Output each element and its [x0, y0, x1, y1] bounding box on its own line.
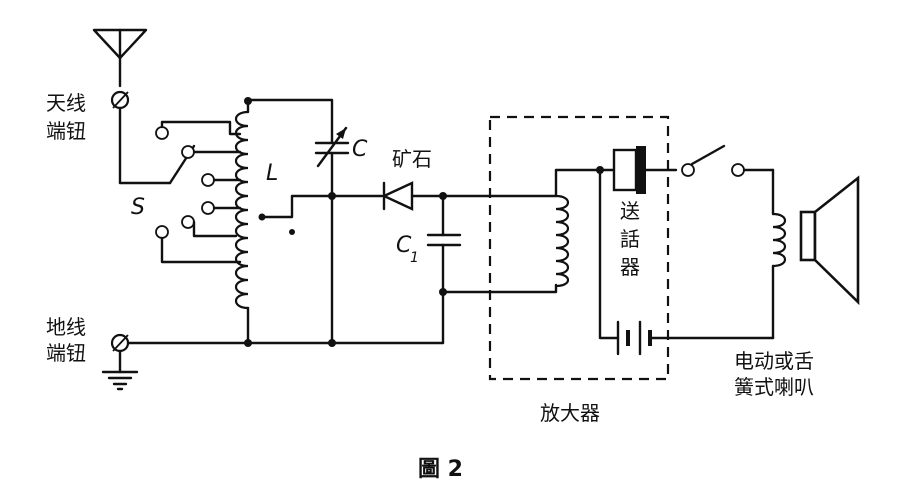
switch-contact-5 — [155, 225, 169, 239]
variable-capacitor-c — [314, 126, 350, 345]
antenna-terminal-label-line1: 天线 — [46, 91, 86, 115]
switch-contact-3 — [201, 173, 215, 187]
crystal-detector — [381, 181, 447, 211]
capacitor-label: C — [352, 137, 368, 162]
switch-contact-2 — [181, 145, 195, 159]
speaker-icon — [799, 175, 860, 306]
switch-label: S — [131, 195, 145, 220]
amplifier-label: 放大器 — [540, 401, 600, 425]
capacitor1-subscript: 1 — [410, 250, 419, 266]
top-rail — [244, 97, 334, 145]
switch-contact-6 — [181, 215, 195, 229]
ground-symbol — [101, 370, 139, 391]
capacitor1-label: C — [396, 233, 412, 258]
transmitter-label-3: 器 — [620, 255, 640, 279]
inductor-label: L — [266, 161, 278, 186]
ground-rail — [126, 339, 445, 347]
amplifier-box — [488, 115, 670, 381]
ground-terminal-label-line2: 端钮 — [46, 341, 86, 365]
output-switch — [681, 144, 775, 177]
switch-contact-1 — [155, 126, 169, 140]
speaker-coil — [771, 168, 787, 340]
switch-contact-4 — [201, 201, 215, 215]
crystal-label: 矿石 — [392, 147, 432, 171]
figure-caption: 圖 2 — [418, 457, 463, 482]
capacitor-c1 — [426, 194, 462, 345]
inductor-l — [234, 101, 266, 345]
transmitter-label-1: 送 — [620, 199, 640, 223]
speaker-label-line1: 电动或舌 — [734, 349, 814, 373]
ground-terminal-label-line1: 地线 — [46, 315, 86, 339]
ground-terminal — [110, 333, 130, 374]
transmitter-label-2: 話 — [620, 227, 640, 251]
antenna-terminal — [110, 90, 130, 185]
antenna-terminal-label-line2: 端钮 — [46, 119, 86, 143]
switch-taps — [160, 120, 242, 264]
transmitter — [596, 146, 678, 194]
coil-tap-to-detector — [260, 192, 384, 235]
battery — [598, 168, 775, 356]
speaker-label-line2: 簧式喇叭 — [734, 375, 814, 399]
selector-switch — [118, 126, 215, 239]
amplifier-input-coil — [555, 194, 570, 288]
amplifier-input-wires — [441, 168, 602, 294]
antenna-symbol — [92, 28, 148, 88]
